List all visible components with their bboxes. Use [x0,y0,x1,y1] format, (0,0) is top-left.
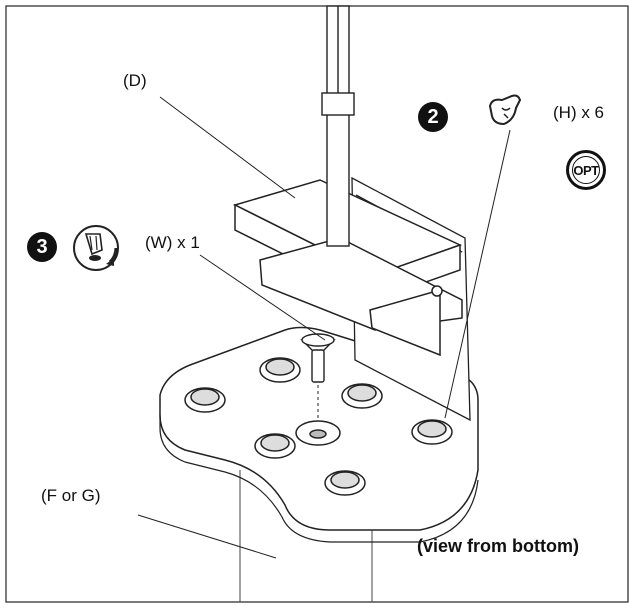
view-note: (view from bottom) [417,536,579,556]
base-feet [184,357,453,496]
step-3-marker: 3 [27,232,57,262]
label-part-h: (H) x 6 [553,103,604,122]
hand-press-icon [488,94,522,126]
optional-badge: OPT [566,150,606,190]
optional-badge-text: OPT [573,162,599,178]
label-part-f-or-g: (F or G) [41,486,101,505]
label-part-w: (W) x 1 [145,233,200,252]
step-2-marker: 2 [418,102,448,132]
leader-lines [137,96,511,559]
screw-w [300,333,336,383]
screwdriver-rotate-icon [73,225,119,271]
label-part-d: (D) [123,71,147,90]
upper-pole [321,5,355,247]
diagram-frame [5,5,629,603]
